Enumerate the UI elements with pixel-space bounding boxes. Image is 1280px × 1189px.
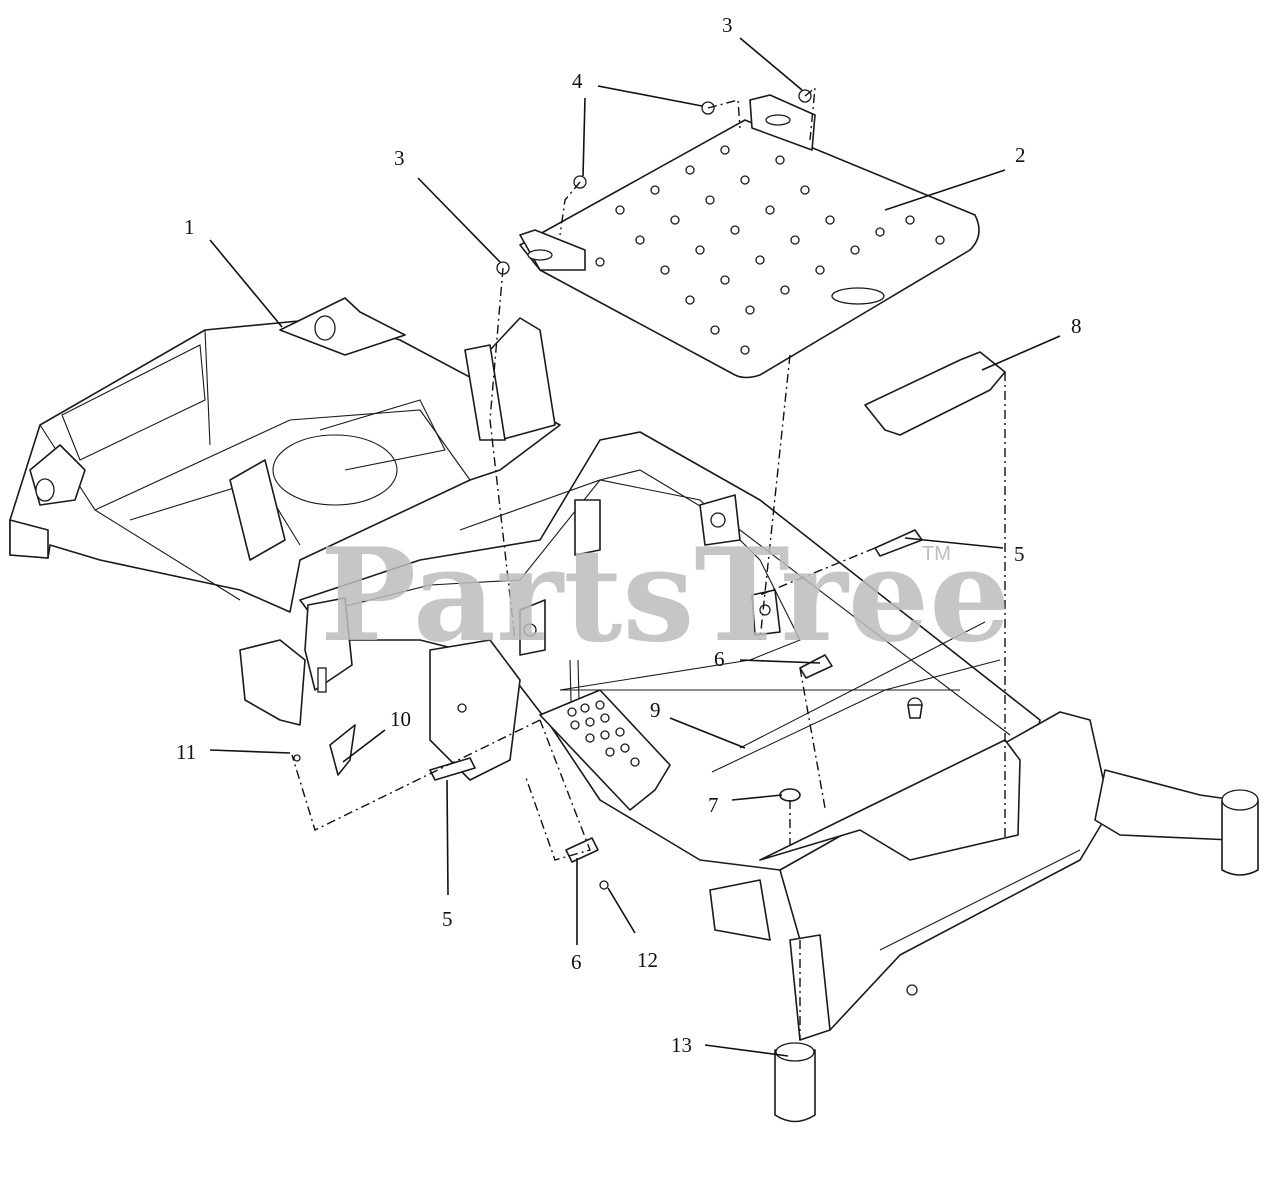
callout-7: 7 [708, 793, 719, 817]
hardware [293, 89, 923, 890]
leader-lines [209, 37, 1061, 1057]
callout-6-lower: 6 [571, 950, 582, 974]
callout-6-upper: 6 [714, 647, 725, 671]
callout-8: 8 [1071, 314, 1082, 338]
watermark-text: PartsTree [320, 521, 1011, 671]
callout-9: 9 [650, 698, 661, 722]
callout-11: 11 [176, 740, 196, 764]
callout-10: 10 [390, 707, 411, 731]
callout-2: 2 [1015, 143, 1026, 167]
callout-3-left: 3 [394, 146, 405, 170]
floor-plate [519, 94, 980, 379]
callout-12: 12 [637, 948, 658, 972]
callout-5-left: 5 [442, 907, 453, 931]
callout-3-top: 3 [722, 13, 733, 37]
callout-4: 4 [572, 69, 583, 93]
callout-1: 1 [184, 215, 195, 239]
pad-part [864, 351, 1006, 436]
plate-holes [595, 145, 945, 355]
callout-5-right: 5 [1014, 542, 1025, 566]
callout-labels: 1 2 3 3 4 5 5 6 6 7 8 9 10 11 12 13 [176, 13, 1082, 1057]
assembly-lines [291, 86, 1006, 1040]
main-frame [9, 297, 1259, 1123]
callout-13: 13 [671, 1033, 692, 1057]
watermark-trademark: TM [922, 543, 951, 565]
trim-strip [711, 621, 1001, 773]
